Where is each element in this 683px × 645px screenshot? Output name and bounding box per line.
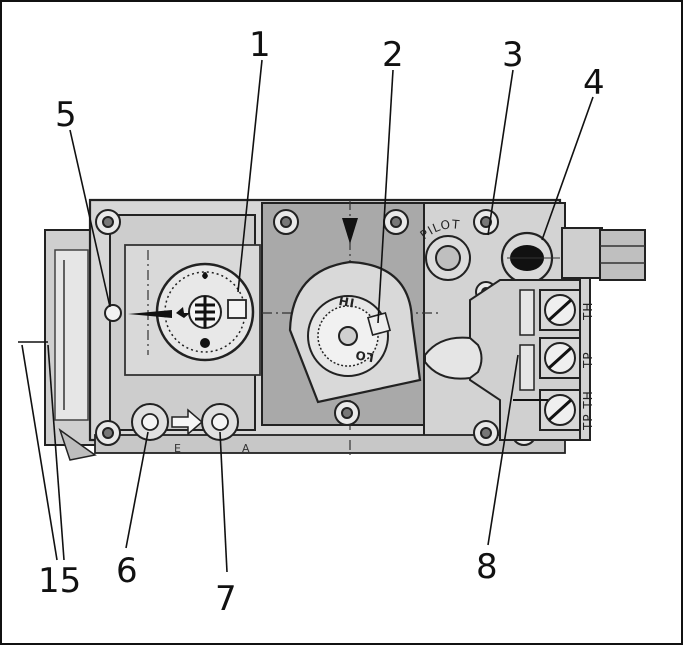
- th-label: TH: [581, 302, 595, 321]
- callout-15: 15: [38, 561, 81, 601]
- left-connector: [44, 229, 101, 461]
- callout-6: 6: [116, 551, 138, 591]
- lo-label: LO: [354, 347, 376, 364]
- callout-1: 1: [249, 25, 271, 65]
- callouts: 1 2 3 4 5 15 6 7 8: [38, 25, 605, 619]
- callout-4: 4: [583, 63, 605, 103]
- tp-label: TP: [581, 351, 595, 369]
- leader-lines: [18, 59, 594, 573]
- terminal-block: TH TP TP TH: [424, 279, 595, 441]
- callout-8: 8: [476, 547, 498, 587]
- hi-label: HI: [338, 294, 357, 311]
- e-label: E: [174, 442, 181, 455]
- flow-arrow: [171, 408, 204, 436]
- callout-3: 3: [502, 35, 524, 75]
- pilot-outlet: PILOT: [418, 217, 471, 281]
- pressure-regulator: HI LO: [288, 218, 422, 404]
- callout-5: 5: [55, 95, 77, 135]
- callout-7: 7: [215, 579, 237, 619]
- control-knob: [128, 262, 255, 362]
- callout-2: 2: [382, 35, 404, 75]
- tp-th-label: TP TH: [581, 390, 595, 431]
- inlet-test-point: E: [131, 403, 181, 455]
- adjust-hole: [104, 304, 122, 322]
- a-label: A: [242, 442, 250, 455]
